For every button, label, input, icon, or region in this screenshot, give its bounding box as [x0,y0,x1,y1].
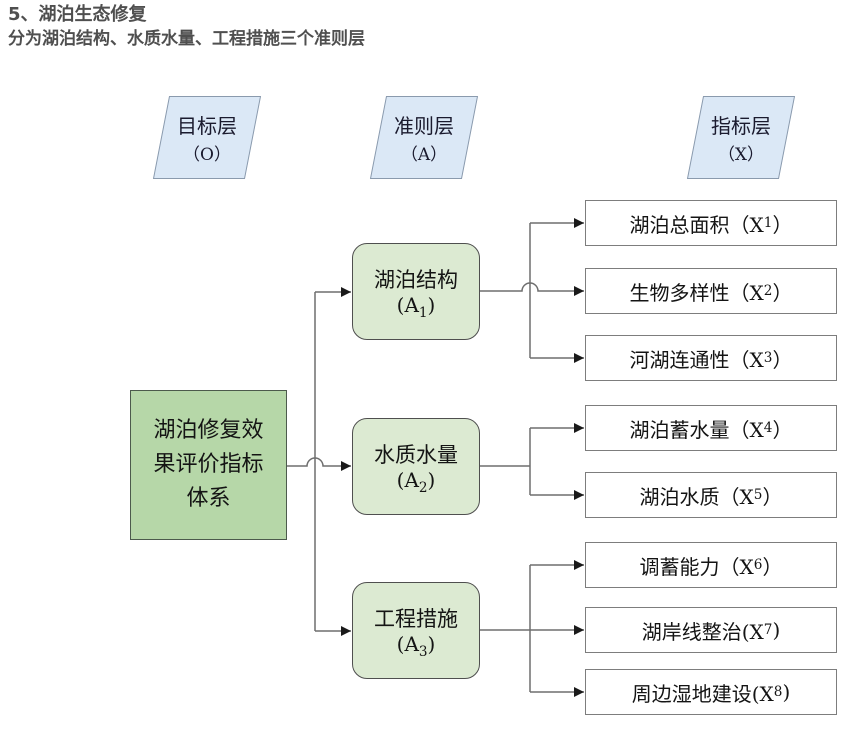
indicator-suffix: ） [762,554,783,579]
layer-name: 准则层 [394,114,454,138]
criterion-code: (A2) [396,467,436,495]
goal-text-line: 湖泊修复效 [153,418,264,443]
indicator-label: 周边湿地建设(X [631,681,774,706]
code-prefix: (A [396,631,419,656]
criterion-label: 工程措施 [374,606,458,631]
indicator-suffix: ) [782,680,791,704]
code-suffix: ) [427,292,436,317]
criterion-code: (A3) [396,631,436,659]
code-subscript: 1 [418,304,428,321]
indicator-label: 湖泊蓄水量（X [629,417,764,442]
goal-text-line: 体系 [186,486,231,511]
indicator-suffix: ） [772,280,793,305]
indicator-suffix: ） [762,484,783,509]
indicator-label: 河湖连通性（X [629,347,764,372]
criterion-code: (A1) [396,292,436,320]
code-prefix: (A [396,467,419,492]
indicator-suffix: ） [772,417,793,442]
connector-a1-to-x2 [480,282,584,296]
indicator-label: 湖岸线整治(X [641,619,764,644]
indicator-label: 生物多样性（X [629,280,764,305]
layer-header-criteria: 准则层 （A） [369,96,479,179]
indicator-label: 湖泊总面积（X [629,212,764,237]
layer-name: 目标层 [177,114,237,138]
title-line-1: 5、湖泊生态修复 [8,4,147,25]
criterion-box-a2: 水质水量 (A2) [352,418,480,515]
goal-text-line: 果评价指标 [153,452,264,477]
indicator-suffix: ） [772,347,793,372]
code-subscript: 3 [418,643,428,660]
layer-code: （X） [717,145,765,165]
code-subscript: 2 [418,479,428,496]
goal-box: 湖泊修复效 果评价指标 体系 [130,390,287,540]
criterion-box-a1: 湖泊结构 (A1) [352,243,480,340]
code-suffix: ) [427,467,436,492]
criterion-label: 湖泊结构 [374,267,458,292]
criterion-box-a3: 工程措施 (A3) [352,582,480,679]
criterion-label: 水质水量 [374,442,458,467]
layer-code: （O） [183,145,231,165]
indicator-label: 调蓄能力（X [639,554,754,579]
layer-code: （A） [400,145,448,165]
layer-header-goal: 目标层 （O） [152,96,262,179]
code-prefix: (A [396,292,419,317]
page-title-block: 5、湖泊生态修复 分为湖泊结构、水质水量、工程措施三个准则层 [8,3,365,51]
code-suffix: ) [427,631,436,656]
layer-name: 指标层 [711,114,771,138]
connector-goal-to-a2 [287,457,351,471]
layer-header-indicators: 指标层 （X） [686,96,796,179]
indicator-suffix: ） [772,212,793,237]
title-line-2: 分为湖泊结构、水质水量、工程措施三个准则层 [8,29,365,49]
indicator-label: 湖泊水质（X [639,484,754,509]
indicator-suffix: ) [772,618,781,642]
